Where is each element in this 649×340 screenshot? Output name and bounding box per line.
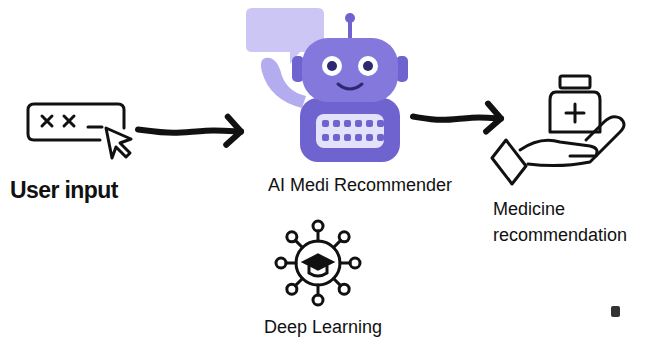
medicine-hand-icon bbox=[492, 76, 624, 184]
learning-node: Deep Learning bbox=[280, 222, 356, 302]
input-icon bbox=[28, 104, 131, 158]
input-node: User input bbox=[22, 98, 132, 166]
corner-mark bbox=[611, 306, 620, 317]
node-label: Deep Learning bbox=[264, 314, 382, 340]
output-node: Medicine recommendation bbox=[505, 72, 629, 188]
node-label: User input bbox=[10, 174, 118, 207]
node-label: AI Medi Recommender bbox=[268, 172, 452, 198]
flow-arrow bbox=[138, 130, 241, 133]
node-label: Medicine recommendation bbox=[493, 196, 641, 248]
recommender-node: AI Medi Recommender bbox=[245, 5, 407, 165]
robot-icon bbox=[246, 8, 408, 162]
network-icon bbox=[276, 221, 360, 305]
flow-arrow bbox=[413, 117, 501, 120]
